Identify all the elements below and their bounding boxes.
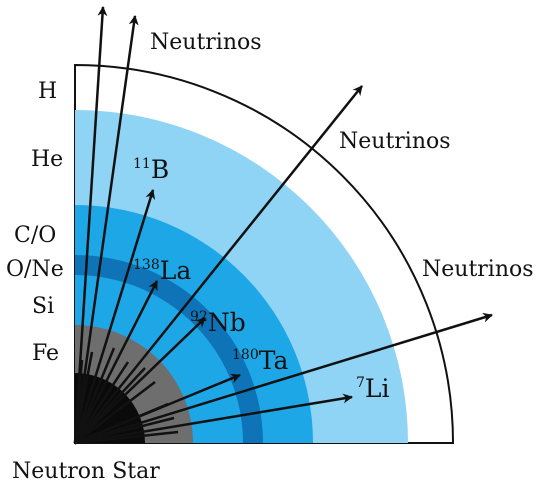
- neutrino-arrow: [74, 85, 363, 444]
- emission-arrows: [73, 6, 493, 445]
- neutrino-arrow: [73, 15, 139, 444]
- b11-arrow: [73, 189, 156, 444]
- core-ray: [74, 381, 156, 444]
- neutrino-arrow: [74, 312, 493, 445]
- layer-label-he: He: [31, 147, 63, 172]
- neutrino-labels: Neutrinos Neutrinos Neutrinos: [150, 30, 534, 282]
- core-ray: [73, 359, 84, 444]
- layer-label-one: O/Ne: [6, 257, 64, 282]
- core-ray: [74, 430, 179, 445]
- neutrinos-label-right: Neutrinos: [422, 257, 534, 282]
- nuclide-ta180: 180Ta: [232, 346, 288, 375]
- core-ray: [74, 416, 175, 445]
- layer-label-co: C/O: [14, 223, 56, 248]
- nuclide-labels: 11B 138La 92Nb 180Ta 7Li: [133, 155, 390, 403]
- neutrinos-label-top: Neutrinos: [150, 30, 262, 55]
- core-ray: [73, 351, 94, 444]
- layer-label-si: Si: [32, 294, 54, 319]
- layer-labels: H He C/O O/Ne Si Fe: [6, 79, 64, 366]
- neutrinos-label-middle: Neutrinos: [339, 129, 451, 154]
- nuclide-b11: 11B: [133, 155, 169, 184]
- neutron-star-label: Neutron Star: [12, 459, 160, 484]
- nuclide-nb92: 92Nb: [190, 308, 246, 337]
- core-ray: [74, 367, 146, 444]
- nb92-arrow: [74, 317, 206, 444]
- nuclide-la138: 138La: [133, 256, 191, 285]
- layer-label-fe: Fe: [32, 341, 59, 366]
- core-ray: [73, 347, 116, 444]
- li7-arrow: [74, 393, 353, 445]
- nuclide-li7: 7Li: [356, 374, 390, 403]
- core-ray: [74, 402, 169, 445]
- core-ray: [73, 361, 130, 444]
- neutrino-arrow: [73, 6, 108, 444]
- la138-arrow: [73, 280, 159, 444]
- layer-label-h: H: [38, 79, 57, 104]
